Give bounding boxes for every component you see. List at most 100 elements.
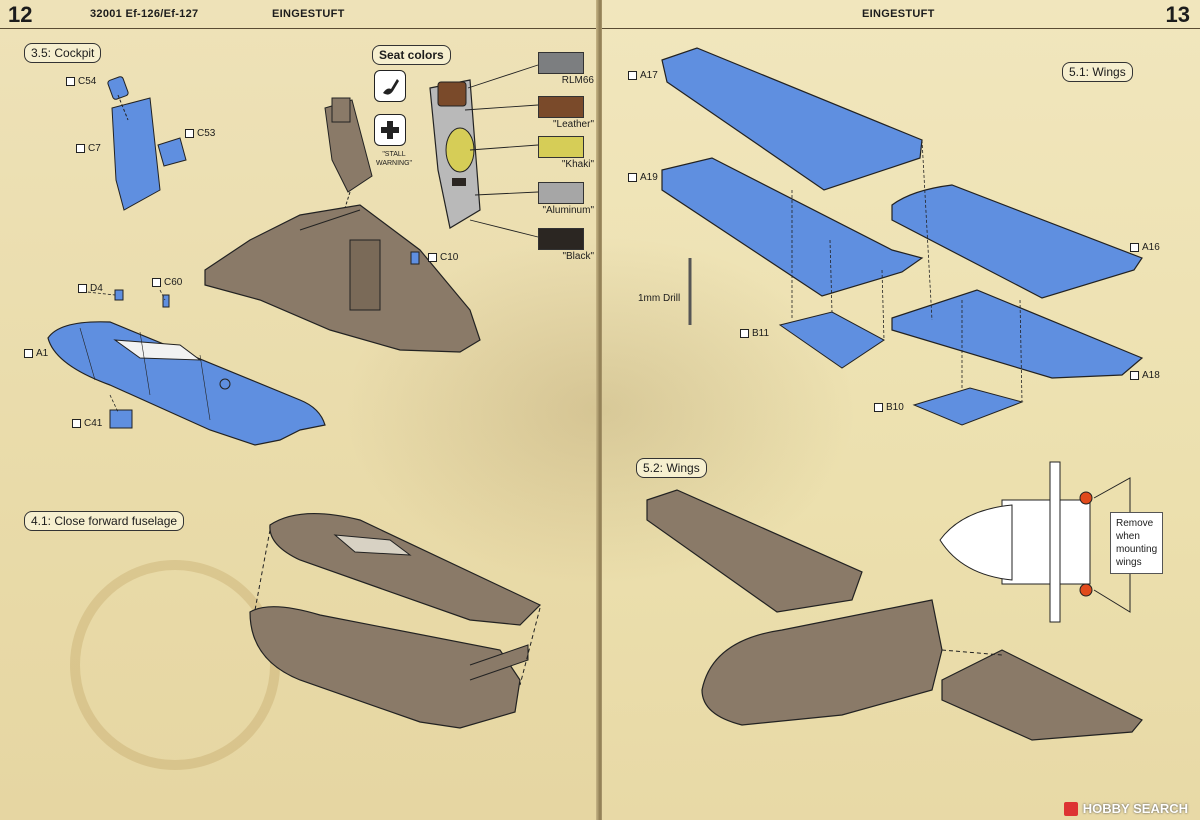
part-number: B10	[886, 402, 904, 413]
part-number: A19	[640, 172, 658, 183]
remove-when-mounting-note: Remove when mounting wings	[1110, 512, 1164, 574]
stall-warning-label: "STALL WARNING"	[375, 151, 413, 167]
checkbox-icon[interactable]	[78, 284, 87, 293]
part-c60-shape	[162, 294, 170, 308]
assembled-wing-right	[941, 649, 1143, 741]
part-b11-shape	[778, 311, 885, 369]
watermark-text: HOBBY SEARCH	[1082, 801, 1188, 816]
left-page-header: 12 32001 Ef-126/Ef-127 EINGESTUFT	[0, 0, 598, 29]
wing-part-a18	[891, 289, 1144, 379]
part-label-a1: A1	[24, 348, 48, 359]
part-label-c10: C10	[428, 252, 458, 263]
underside-inset-view	[939, 461, 1131, 623]
color-swatch-label: "Leather"	[552, 119, 594, 130]
seat-part-c7	[107, 76, 187, 211]
part-label-a16: A16	[1130, 242, 1160, 253]
part-number: C10	[440, 252, 459, 263]
part-number: C7	[88, 143, 101, 154]
checkbox-icon[interactable]	[740, 329, 749, 338]
part-number: A17	[640, 70, 658, 81]
part-c10-shape	[410, 251, 420, 265]
right-page-number: 13	[1165, 2, 1190, 27]
color-swatch-label: "Khaki"	[561, 159, 594, 170]
colored-seat	[429, 79, 481, 229]
watermark-logo-icon	[1063, 801, 1078, 816]
part-number: D4	[90, 283, 103, 294]
part-label-c7: C7	[76, 143, 101, 154]
part-number: C60	[164, 277, 183, 288]
part-d4-shape	[114, 289, 124, 301]
checkbox-icon[interactable]	[874, 403, 883, 412]
cockpit-tub	[204, 204, 481, 353]
part-label-a18: A18	[1130, 370, 1160, 381]
color-swatch-label: RLM66	[561, 75, 594, 86]
checkbox-icon[interactable]	[72, 419, 81, 428]
left-header-code: 32001 Ef-126/Ef-127	[90, 8, 199, 20]
wing-part-a16	[891, 184, 1143, 299]
fuselage-upper-half	[269, 513, 542, 626]
color-swatch-label: "Black"	[562, 251, 594, 262]
drill-label: 1mm Drill	[638, 293, 681, 304]
color-swatch	[538, 96, 584, 118]
right-page-illustration	[646, 47, 1144, 741]
checkbox-icon[interactable]	[628, 173, 637, 182]
left-header-title: EINGESTUFT	[272, 8, 345, 20]
wing-part-a17	[661, 47, 923, 191]
checkbox-icon[interactable]	[185, 129, 194, 138]
checkbox-icon[interactable]	[66, 77, 75, 86]
color-swatch-label: "Aluminum"	[542, 205, 594, 216]
right-page: EINGESTUFT 13	[602, 0, 1200, 820]
assembled-wing-left	[646, 489, 863, 613]
left-page: 12 32001 Ef-126/Ef-127 EINGESTUFT	[0, 0, 598, 820]
part-number: C41	[84, 418, 103, 429]
checkbox-icon[interactable]	[1130, 371, 1139, 380]
right-header-title: EINGESTUFT	[862, 8, 935, 20]
alignment-line	[254, 529, 271, 611]
part-label-a17: A17	[628, 70, 658, 81]
right-page-header: EINGESTUFT 13	[602, 0, 1200, 29]
part-label-b10: B10	[874, 402, 904, 413]
peg-marker	[1079, 491, 1093, 505]
part-label-c53: C53	[185, 128, 215, 139]
left-page-number: 12	[8, 2, 33, 27]
hobby-search-watermark: HOBBY SEARCH	[1063, 801, 1188, 816]
wing-leader-lines	[791, 139, 1023, 403]
step-label-cockpit: 3.5: Cockpit	[24, 43, 102, 63]
part-label-d4: D4	[78, 283, 103, 294]
part-number: B11	[752, 328, 770, 339]
step-label-wings-1: 5.1: Wings	[1062, 62, 1133, 82]
color-swatch	[538, 182, 584, 204]
part-label-b11: B11	[740, 328, 769, 339]
part-number: A16	[1142, 242, 1160, 253]
part-label-a19: A19	[628, 172, 658, 183]
assembled-fuselage	[701, 599, 943, 726]
brush-icon	[374, 70, 406, 102]
part-number: A18	[1142, 370, 1160, 381]
peg-marker	[1079, 583, 1093, 597]
part-label-c54: C54	[66, 76, 96, 87]
part-number: A1	[36, 348, 49, 359]
checkbox-icon[interactable]	[628, 71, 637, 80]
part-label-c60: C60	[152, 277, 182, 288]
checkbox-icon[interactable]	[428, 253, 437, 262]
checkbox-icon[interactable]	[76, 144, 85, 153]
checkbox-icon[interactable]	[24, 349, 33, 358]
alignment-line	[941, 649, 1003, 656]
part-label-c41: C41	[72, 418, 102, 429]
assembled-seat	[324, 97, 373, 209]
color-swatch	[538, 52, 584, 74]
plus-icon	[374, 114, 406, 146]
checkbox-icon[interactable]	[1130, 243, 1139, 252]
page-gutter	[596, 0, 604, 820]
step-label-wings-2: 5.2: Wings	[636, 458, 707, 478]
checkbox-icon[interactable]	[152, 278, 161, 287]
seat-colors-title: Seat colors	[372, 45, 451, 65]
fuselage-lower-half	[249, 606, 529, 729]
note-line: Remove	[1116, 518, 1154, 529]
color-swatch	[538, 136, 584, 158]
note-line: when	[1116, 531, 1140, 542]
left-page-illustration	[47, 64, 542, 729]
step-label-close-fuselage: 4.1: Close forward fuselage	[24, 511, 185, 531]
alignment-line	[519, 607, 541, 686]
color-swatch	[538, 228, 584, 250]
